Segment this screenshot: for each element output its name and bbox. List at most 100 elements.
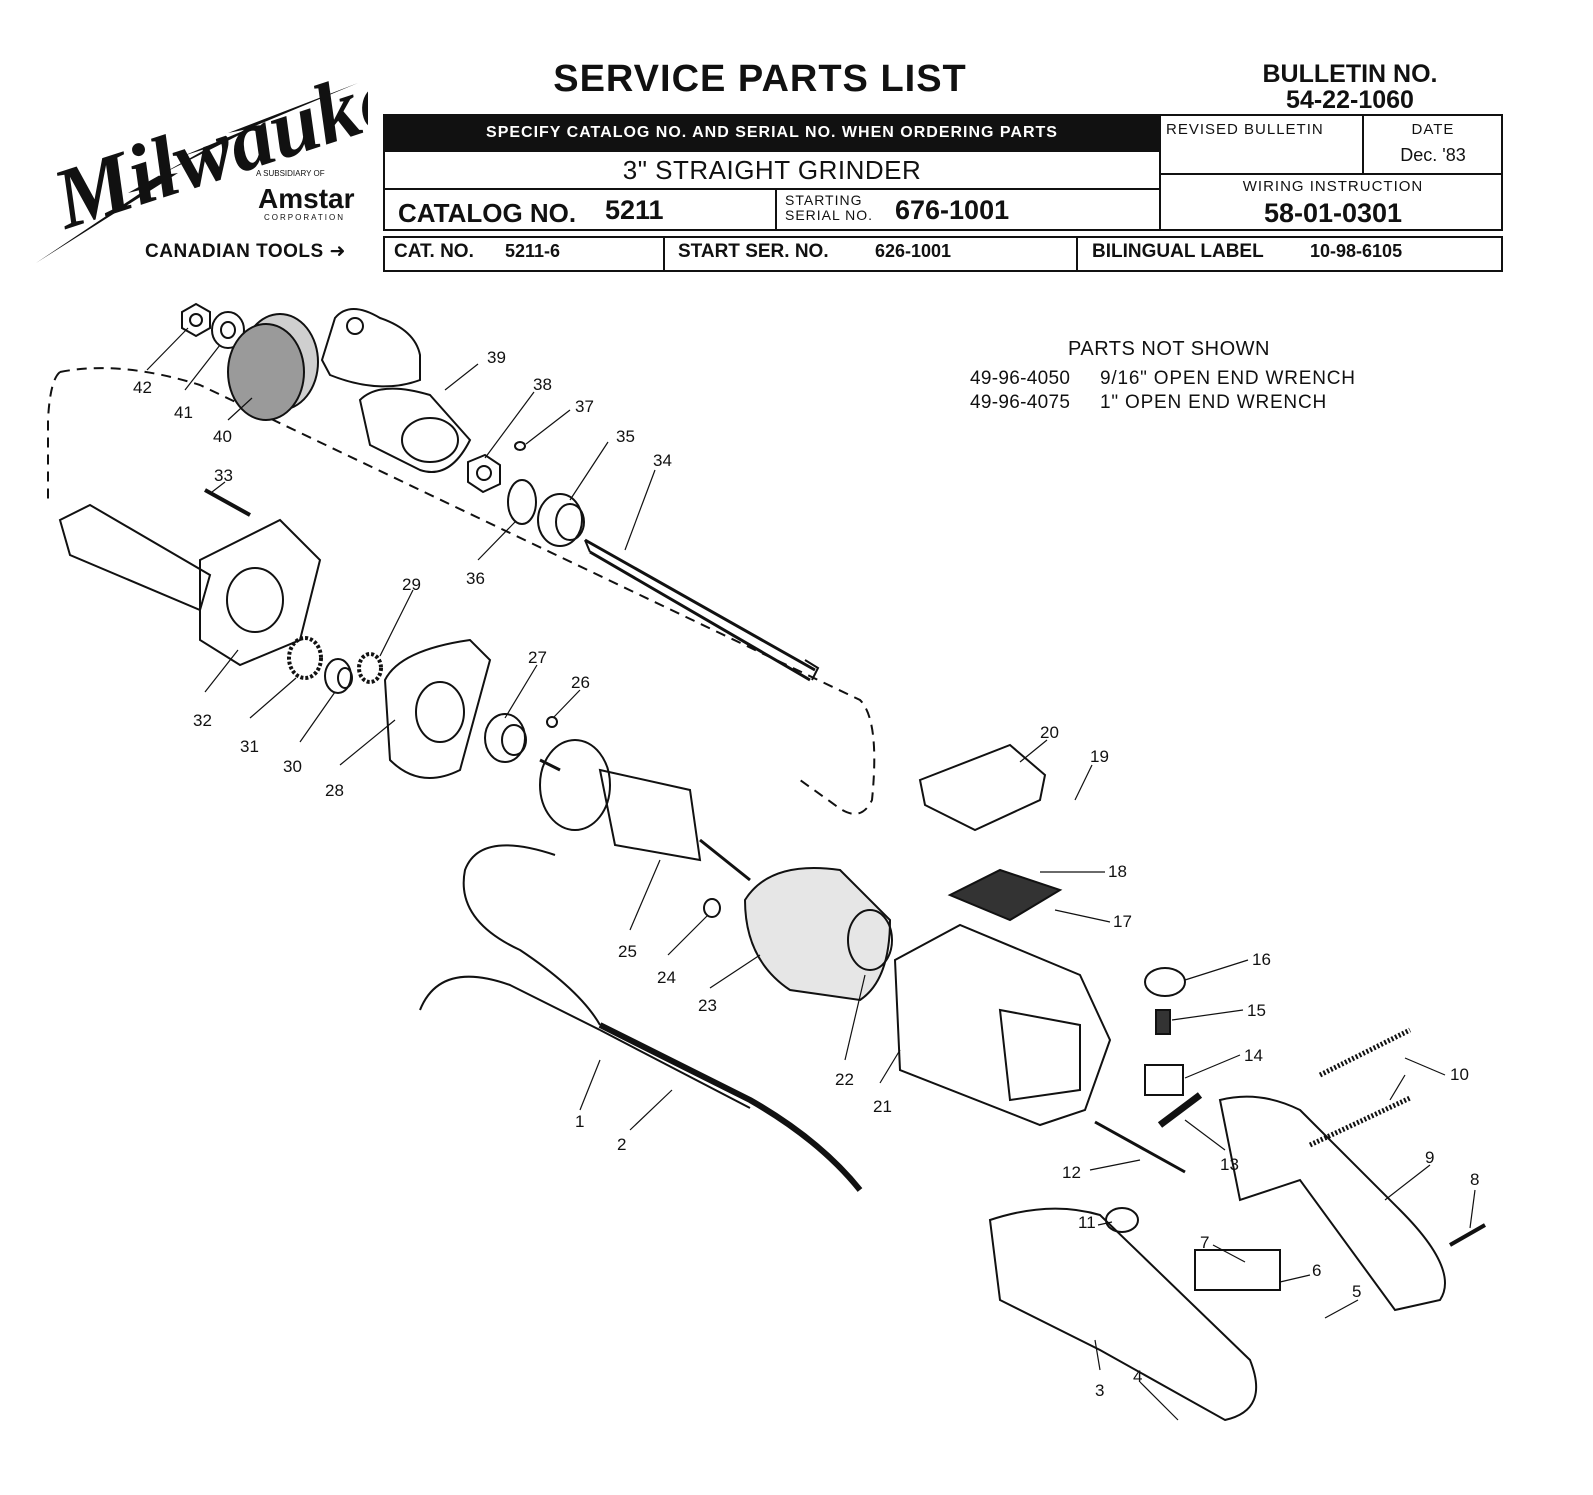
part-description: 1" OPEN END WRENCH bbox=[1100, 392, 1327, 413]
gear-case-part bbox=[58, 503, 322, 667]
bearing-plate-part bbox=[383, 638, 492, 779]
switch-part bbox=[1194, 1249, 1281, 1291]
callout-25: 25 bbox=[618, 942, 637, 961]
cord-part bbox=[419, 844, 863, 1192]
divider bbox=[385, 188, 1159, 190]
handle-screw-part bbox=[1308, 1095, 1412, 1148]
bulletin-label: BULLETIN NO. bbox=[1262, 60, 1438, 88]
retaining-ring-part bbox=[507, 479, 537, 525]
handle-cap-part bbox=[1105, 1207, 1139, 1233]
callout-20: 20 bbox=[1040, 723, 1059, 742]
subsidiary-text: A SUBSIDIARY OF bbox=[256, 169, 325, 178]
callout-33: 33 bbox=[214, 466, 233, 485]
amstar-text: Amstar bbox=[258, 183, 355, 214]
bulletin-number: 54-22-1060 bbox=[1286, 86, 1414, 114]
part-number: 49-96-4075 bbox=[970, 392, 1071, 413]
canadian-start-number: 626-1001 bbox=[875, 241, 952, 261]
screw-part bbox=[1449, 1223, 1486, 1247]
wheel-guard-part bbox=[320, 308, 472, 473]
gear-part bbox=[287, 636, 323, 680]
brush-cap-part bbox=[1144, 967, 1186, 997]
callout-1: 1 bbox=[575, 1112, 584, 1131]
callout-14: 14 bbox=[1244, 1046, 1263, 1065]
grinding-wheel-part bbox=[227, 313, 319, 421]
callout-22: 22 bbox=[835, 1070, 854, 1089]
starting-label: STARTING bbox=[785, 192, 863, 208]
callout-24: 24 bbox=[657, 968, 676, 987]
bearing-part bbox=[324, 658, 353, 694]
callout-37: 37 bbox=[575, 397, 594, 416]
page-title: SERVICE PARTS LIST bbox=[553, 58, 967, 100]
armature-part bbox=[539, 739, 751, 882]
callout-29: 29 bbox=[402, 575, 421, 594]
divider bbox=[1362, 116, 1364, 173]
callout-17: 17 bbox=[1113, 912, 1132, 931]
bearing-part bbox=[484, 713, 527, 763]
field-part bbox=[743, 867, 893, 1002]
callout-21: 21 bbox=[873, 1097, 892, 1116]
leader-lines bbox=[146, 327, 1476, 1421]
nut-part bbox=[181, 302, 211, 338]
handle-half-part bbox=[988, 1207, 1258, 1422]
divider bbox=[1076, 238, 1078, 270]
callout-36: 36 bbox=[466, 569, 485, 588]
callout-31: 31 bbox=[240, 737, 259, 756]
washer-part bbox=[211, 311, 245, 349]
serial-label: STARTING SERIAL NO. bbox=[785, 193, 873, 223]
product-name: 3" STRAIGHT GRINDER bbox=[622, 154, 922, 185]
handle-screw-part bbox=[1318, 1027, 1412, 1078]
callout-41: 41 bbox=[174, 403, 193, 422]
callout-32: 32 bbox=[193, 711, 212, 730]
callout-10: 10 bbox=[1450, 1065, 1469, 1084]
canadian-tools-label: CANADIAN TOOLS ➜ bbox=[145, 240, 346, 263]
callout-3: 3 bbox=[1095, 1381, 1104, 1400]
insulator-part bbox=[703, 898, 721, 918]
arrow-right-icon: ➜ bbox=[329, 241, 346, 262]
callout-28: 28 bbox=[325, 781, 344, 800]
pin-part bbox=[514, 441, 526, 451]
end-cover-part bbox=[918, 743, 1047, 832]
insulating-tube-part bbox=[1157, 1092, 1203, 1128]
callout-6: 6 bbox=[1312, 1261, 1321, 1280]
screw-part bbox=[204, 488, 251, 517]
callout-4: 4 bbox=[1133, 1367, 1142, 1386]
callout-13: 13 bbox=[1220, 1155, 1239, 1174]
wiring-label: WIRING INSTRUCTION bbox=[1242, 178, 1424, 195]
callout-40: 40 bbox=[213, 427, 232, 446]
serial-number: 676-1001 bbox=[895, 195, 1010, 225]
small-screw-part bbox=[546, 716, 558, 728]
callout-12: 12 bbox=[1062, 1163, 1081, 1182]
catalog-number: 5211 bbox=[605, 195, 664, 225]
callout-15: 15 bbox=[1247, 1001, 1266, 1020]
callout-16: 16 bbox=[1252, 950, 1271, 969]
part-description: 9/16" OPEN END WRENCH bbox=[1100, 368, 1356, 389]
canadian-cat-number: 5211-6 bbox=[505, 241, 561, 261]
serial-no-label: SERIAL NO. bbox=[785, 207, 874, 223]
handle-half-part bbox=[1218, 1095, 1446, 1312]
callout-8: 8 bbox=[1470, 1170, 1479, 1189]
nameplate-part bbox=[947, 868, 1063, 922]
callout-11: 11 bbox=[1078, 1213, 1096, 1232]
canadian-start-label: START SER. NO. bbox=[678, 241, 829, 262]
callout-34: 34 bbox=[653, 451, 672, 470]
date-value: Dec. '83 bbox=[1400, 145, 1466, 165]
brush-part bbox=[1155, 1009, 1171, 1035]
callout-23: 23 bbox=[698, 996, 717, 1015]
motor-housing-part bbox=[893, 923, 1112, 1127]
brush-holder-part bbox=[1144, 1064, 1184, 1096]
specify-note: SPECIFY CATALOG NO. AND SERIAL NO. WHEN … bbox=[385, 116, 1159, 150]
bearing-part bbox=[537, 493, 585, 547]
long-screw-part bbox=[1094, 1120, 1186, 1174]
divider bbox=[1161, 173, 1501, 175]
callout-38: 38 bbox=[533, 375, 552, 394]
callout-39: 39 bbox=[487, 348, 506, 367]
bilingual-number: 10-98-6105 bbox=[1310, 241, 1403, 261]
divider bbox=[1159, 116, 1161, 229]
corporation-text: CORPORATION bbox=[264, 213, 345, 222]
date-label: DATE bbox=[1411, 121, 1455, 138]
catalog-label: CATALOG NO. bbox=[398, 198, 577, 228]
revised-bulletin-label: REVISED BULLETIN bbox=[1166, 121, 1324, 138]
header-table bbox=[383, 114, 1503, 231]
callout-18: 18 bbox=[1108, 862, 1127, 881]
